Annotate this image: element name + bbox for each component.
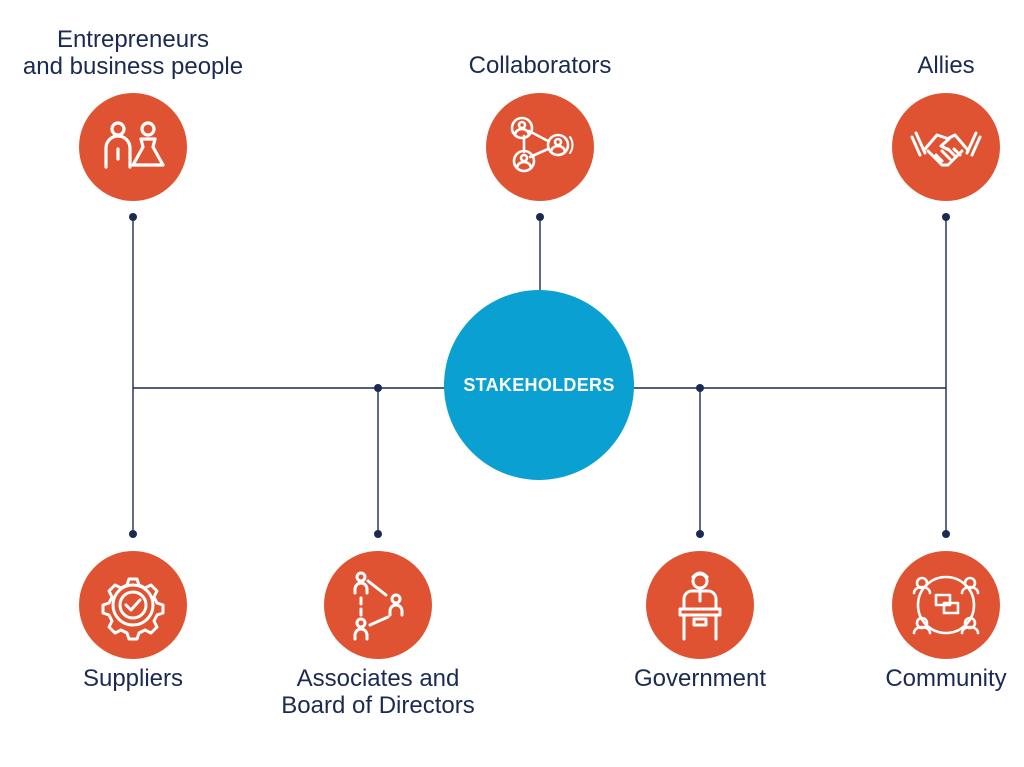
dot-government-junction xyxy=(696,384,704,392)
dot-collaborators xyxy=(536,213,544,221)
node-collaborators xyxy=(486,93,594,201)
gear-check-icon xyxy=(79,551,187,659)
label-associates: Associates and Board of Directors xyxy=(281,665,475,719)
handshake-icon xyxy=(892,93,1000,201)
label-allies: Allies xyxy=(917,52,975,79)
label-entrepreneurs: Entrepreneurs and business people xyxy=(22,26,244,80)
people-icon xyxy=(79,93,187,201)
label-community: Community xyxy=(885,665,1007,692)
hierarchy-icon xyxy=(324,551,432,659)
label-collaborators: Collaborators xyxy=(468,52,612,79)
node-community xyxy=(892,551,1000,659)
node-associates xyxy=(324,551,432,659)
network-icon xyxy=(486,93,594,201)
node-suppliers xyxy=(79,551,187,659)
podium-speaker-icon xyxy=(646,551,754,659)
community-chat-icon xyxy=(892,551,1000,659)
dot-community xyxy=(942,530,950,538)
dot-suppliers xyxy=(129,530,137,538)
dot-associates xyxy=(374,530,382,538)
dot-allies xyxy=(942,213,950,221)
center-label: STAKEHOLDERS xyxy=(463,374,615,395)
label-suppliers: Suppliers xyxy=(82,665,184,692)
dot-government xyxy=(696,530,704,538)
node-government xyxy=(646,551,754,659)
dot-entrepreneurs xyxy=(129,213,137,221)
node-allies xyxy=(892,93,1000,201)
stakeholders-center-circle: STAKEHOLDERS xyxy=(444,290,634,480)
label-government: Government xyxy=(633,665,767,692)
dot-associates-junction xyxy=(374,384,382,392)
node-entrepreneurs xyxy=(79,93,187,201)
